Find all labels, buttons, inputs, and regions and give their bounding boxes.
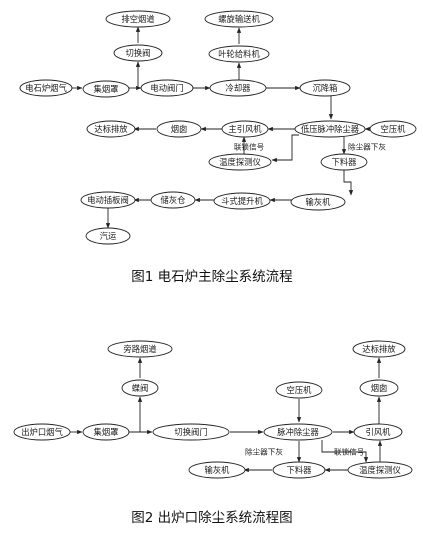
node-cooler: 冷却器 <box>209 79 267 97</box>
edge-filter-to-probe <box>321 440 369 463</box>
edge-filter-to-probe <box>271 134 299 163</box>
svg-text:旁路烟道: 旁路烟道 <box>123 344 156 354</box>
svg-text:叶轮给料机: 叶轮给料机 <box>218 49 260 59</box>
node-star-feeder: 叶轮给料机 <box>208 45 270 63</box>
svg-text:沉降箱: 沉降箱 <box>313 83 338 93</box>
node-air-compressor: 空压机 <box>275 381 323 399</box>
svg-text:电动插板阀: 电动插板阀 <box>87 195 129 205</box>
node-motor-valve: 电动阀门 <box>140 79 194 97</box>
node-hood: 集烟罩 <box>82 80 130 98</box>
edge-label-interlock: 联锁信号 <box>334 447 365 457</box>
svg-text:储灰仓: 储灰仓 <box>161 195 187 205</box>
svg-text:集烟罩: 集烟罩 <box>94 427 119 437</box>
svg-text:电石炉烟气: 电石炉烟气 <box>25 83 67 93</box>
figure-2-caption: 图2 出炉口除尘系统流程图 <box>131 510 292 526</box>
node-switch-valve: 切换阀门 <box>152 423 230 441</box>
svg-text:达标排放: 达标排放 <box>362 344 396 354</box>
svg-text:电动阀门: 电动阀门 <box>150 83 183 93</box>
edge-label-interlock: 联锁信号 <box>234 142 265 152</box>
svg-text:切换阀: 切换阀 <box>126 48 151 58</box>
svg-text:温度探测仪: 温度探测仪 <box>359 465 401 475</box>
svg-text:冷却器: 冷却器 <box>226 83 252 93</box>
edge-label-dust-down: 除尘器下灰 <box>245 447 283 457</box>
node-standard-emission: 达标排放 <box>352 340 406 358</box>
node-chimney: 烟囱 <box>359 379 399 397</box>
figure-2: 除尘器下灰 联锁信号 旁路烟道 达标排放 蝶阀 烟囱 空压机 出炉口烟气 集烟罩… <box>13 340 413 526</box>
node-settling-box: 沉降箱 <box>299 79 351 97</box>
node-furnace-gas: 电石炉烟气 <box>19 79 73 97</box>
svg-text:温度探测仪: 温度探测仪 <box>219 157 261 167</box>
svg-text:主引风机: 主引风机 <box>228 124 262 134</box>
node-tap-gas: 出炉口烟气 <box>13 423 71 441</box>
node-hood: 集烟罩 <box>82 423 130 441</box>
svg-text:下料器: 下料器 <box>332 157 358 167</box>
figure-1-caption: 图1 电石炉主除尘系统流程 <box>131 269 292 285</box>
svg-text:出炉口烟气: 出炉口烟气 <box>21 427 63 437</box>
svg-text:空压机: 空压机 <box>287 385 313 395</box>
svg-text:烟囱: 烟囱 <box>371 383 388 393</box>
figure-1: 联锁信号 除尘器下灰 排空烟道 螺旋输送机 切换阀 叶轮给料机 电石炉烟气 集烟… <box>19 10 417 285</box>
edge-hopper-to-ash-conveyor <box>343 170 354 196</box>
node-ash-conveyor: 输灰机 <box>188 461 246 479</box>
node-temp-probe: 温度探测仪 <box>347 461 413 479</box>
node-butterfly-valve: 蝶阀 <box>121 379 159 397</box>
svg-text:蝶阀: 蝶阀 <box>132 383 149 393</box>
svg-text:达标排放: 达标排放 <box>94 124 128 134</box>
node-bypass-flue: 旁路烟道 <box>107 340 173 358</box>
svg-text:低压脉冲除尘器: 低压脉冲除尘器 <box>301 124 360 134</box>
node-air-compressor: 空压机 <box>369 120 417 138</box>
node-hopper: 下料器 <box>320 153 368 171</box>
node-main-fan: 主引风机 <box>221 120 269 138</box>
node-standard-emission: 达标排放 <box>86 120 136 138</box>
svg-text:输灰机: 输灰机 <box>306 197 332 207</box>
node-switch-valve: 切换阀 <box>113 44 163 62</box>
fig2-edges <box>70 357 383 473</box>
node-hopper: 下料器 <box>272 461 326 479</box>
node-temp-probe: 温度探测仪 <box>208 153 272 171</box>
fig1-edges <box>71 26 370 229</box>
node-screw-conveyor: 螺旋输送机 <box>204 10 274 28</box>
svg-text:输灰机: 输灰机 <box>205 465 231 475</box>
svg-text:集烟罩: 集烟罩 <box>94 84 119 94</box>
svg-text:引风机: 引风机 <box>366 427 392 437</box>
svg-text:排空烟道: 排空烟道 <box>121 14 154 24</box>
svg-text:烟囱: 烟囱 <box>171 124 188 134</box>
svg-text:螺旋输送机: 螺旋输送机 <box>218 14 260 24</box>
node-bucket-elevator: 斗式提升机 <box>213 192 271 210</box>
svg-text:脉冲除尘器: 脉冲除尘器 <box>277 427 319 437</box>
node-electric-gate: 电动插板阀 <box>80 191 136 209</box>
node-ash-conveyor: 输灰机 <box>290 193 346 211</box>
node-chimney: 烟囱 <box>156 120 202 138</box>
svg-text:空压机: 空压机 <box>381 124 407 134</box>
node-lp-pulse-filter: 低压脉冲除尘器 <box>294 120 366 138</box>
node-ash-silo: 储灰仓 <box>150 191 196 209</box>
node-truck: 汽运 <box>85 227 131 245</box>
node-fan: 引风机 <box>353 423 403 441</box>
svg-text:斗式提升机: 斗式提升机 <box>221 196 263 206</box>
node-pulse-filter: 脉冲除尘器 <box>263 423 333 441</box>
svg-text:下料器: 下料器 <box>287 465 313 475</box>
svg-text:汽运: 汽运 <box>100 231 117 241</box>
node-exhaust-flue: 排空烟道 <box>105 10 171 28</box>
edge-label-dust-down: 除尘器下灰 <box>348 142 386 152</box>
svg-text:切换阀门: 切换阀门 <box>174 427 207 437</box>
